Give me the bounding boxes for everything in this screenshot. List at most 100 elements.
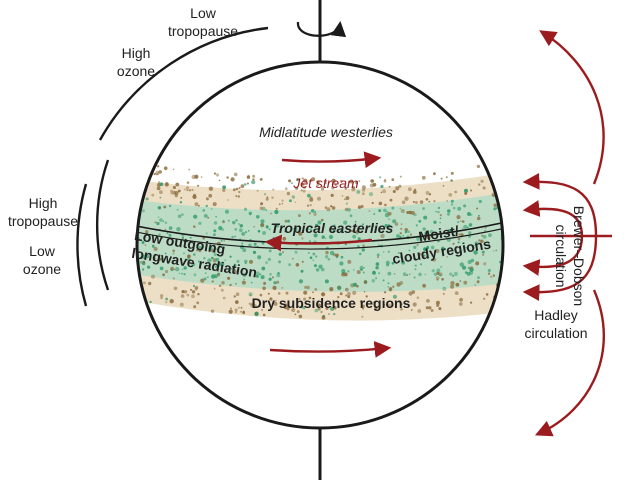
speckle [168, 233, 172, 237]
speckle [423, 215, 428, 220]
speckle [178, 272, 181, 275]
speckle [129, 212, 131, 214]
speckle [487, 268, 491, 273]
speckle [372, 225, 375, 228]
speckle [259, 178, 263, 181]
speckle [333, 306, 337, 310]
speckle [450, 179, 453, 182]
speckle [260, 219, 265, 224]
speckle [399, 235, 402, 239]
speckle [325, 250, 329, 255]
speckle [137, 191, 138, 194]
speckle [404, 196, 409, 201]
speckle [235, 292, 240, 297]
speckle [388, 185, 391, 188]
speckle [165, 182, 169, 186]
speckle [330, 193, 334, 197]
speckle [498, 174, 503, 179]
speckle [163, 166, 168, 171]
speckle [419, 200, 424, 204]
speckle [347, 259, 352, 264]
speckle [510, 250, 513, 253]
speckle [301, 260, 304, 263]
speckle [126, 268, 129, 271]
speckle [272, 188, 275, 191]
speckle [234, 311, 237, 314]
speckle [508, 218, 510, 220]
speckle [235, 300, 239, 305]
speckle [212, 202, 217, 207]
speckle [407, 230, 410, 233]
speckle [131, 182, 135, 186]
speckle [478, 214, 480, 217]
speckle [298, 231, 303, 236]
speckle [171, 190, 176, 195]
speckle [193, 305, 197, 309]
speckle [202, 209, 205, 212]
speckle [291, 195, 295, 199]
speckle [179, 302, 184, 307]
speckle [399, 232, 402, 235]
speckle [214, 248, 217, 251]
speckle [241, 242, 244, 245]
speckle [361, 315, 364, 318]
speckle [270, 212, 272, 215]
speckle [476, 280, 480, 284]
speckle [287, 219, 290, 223]
speckle [185, 186, 190, 190]
speckle [455, 282, 460, 287]
speckle [339, 229, 344, 234]
speckle [359, 252, 362, 256]
speckle [396, 234, 400, 238]
speckle [363, 280, 368, 285]
speckle [325, 306, 329, 310]
speckle [511, 202, 515, 206]
speckle [272, 286, 277, 291]
speckle [362, 307, 364, 310]
speckle [387, 211, 392, 216]
speckle [373, 213, 376, 215]
speckle [234, 228, 238, 231]
speckle [239, 228, 243, 233]
speckle [227, 199, 229, 201]
speckle [317, 220, 322, 225]
dry-subsidence-label: Dry subsidence regions [251, 295, 411, 311]
speckle [200, 278, 205, 283]
speckle [393, 273, 396, 275]
speckle [260, 202, 264, 206]
speckle [126, 167, 128, 169]
speckle [439, 214, 442, 217]
speckle [510, 222, 513, 225]
speckle [495, 249, 498, 252]
speckle [227, 276, 231, 280]
speckle [327, 257, 331, 261]
speckle [242, 248, 247, 253]
speckle [153, 257, 156, 260]
speckle [300, 189, 303, 192]
speckle [207, 276, 209, 279]
speckle [321, 292, 326, 297]
speckle [218, 179, 221, 182]
speckle [433, 199, 436, 203]
speckle [404, 228, 409, 232]
speckle [236, 259, 240, 263]
speckle [476, 207, 479, 210]
speckle [344, 198, 346, 201]
speckle [187, 258, 191, 262]
speckle [232, 188, 236, 192]
speckle [149, 300, 152, 304]
speckle [321, 315, 326, 320]
speckle [231, 235, 234, 239]
speckle [183, 273, 186, 276]
speckle [438, 307, 442, 311]
high-tropopause-label: High tropopause [7, 195, 79, 229]
speckle [450, 203, 454, 206]
speckle [387, 282, 390, 285]
speckle [202, 237, 205, 240]
speckle [375, 262, 380, 266]
speckle [344, 207, 349, 212]
speckle [493, 203, 497, 207]
speckle [307, 228, 310, 231]
speckle [169, 204, 172, 208]
